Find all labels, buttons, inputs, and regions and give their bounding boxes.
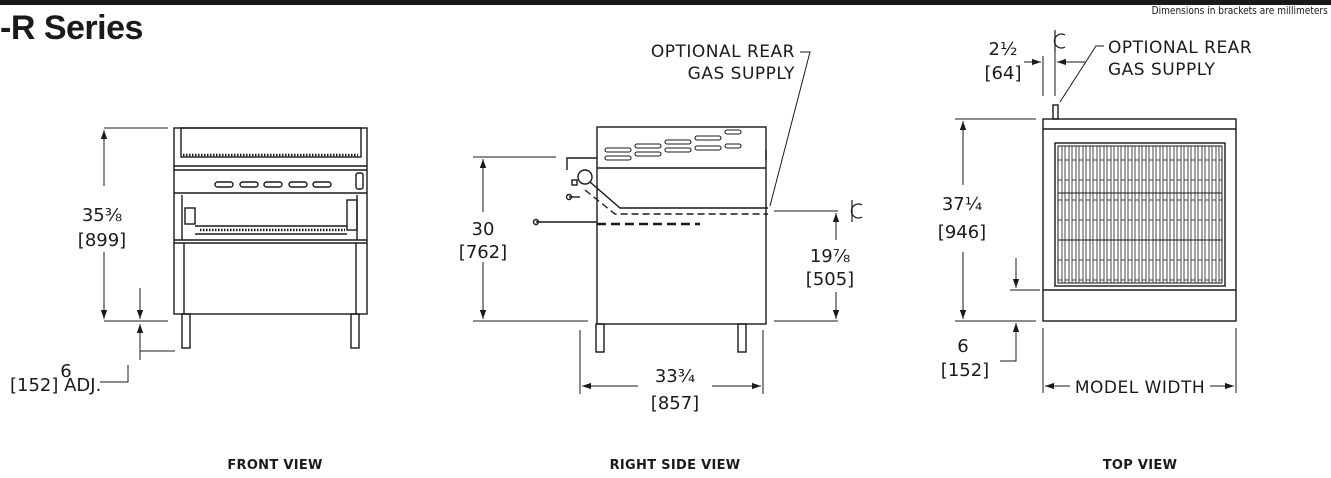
control-knob-icon [214, 172, 364, 190]
series-title: -R Series [0, 9, 143, 47]
top-front-label: 6 [957, 336, 968, 357]
top-offset-label: 2½ [989, 39, 1018, 60]
front-leg-mm-label: [152] ADJ. [10, 375, 101, 396]
top-depth-label: 37¼ [942, 194, 982, 215]
front-leg-label: 6 [60, 361, 71, 382]
side-height-mm-label: [762] [459, 242, 507, 263]
broiler-grate [1057, 145, 1223, 284]
header-bar [0, 0, 1331, 5]
side-gas-height-mm-label: [505] [806, 269, 854, 290]
top-view [955, 45, 1237, 393]
front-view-label: FRONT VIEW [227, 458, 323, 473]
model-width-label: MODEL WIDTH [1075, 378, 1205, 398]
top-gas-label-line-2: GAS SUPPLY [1108, 60, 1215, 80]
side-depth-label: 33¾ [655, 366, 695, 387]
side-depth-mm-label: [857] [651, 393, 699, 414]
side-gas-label-line-2: GAS SUPPLY [688, 64, 795, 84]
side-gas-height-label: 19⅞ [810, 246, 850, 267]
front-height-label: 35⅜ [82, 205, 122, 226]
top-view-label: TOP VIEW [1102, 458, 1178, 473]
front-view [100, 127, 368, 383]
centerline-symbol-icon [1053, 30, 1066, 52]
front-height-mm-label: [899] [78, 230, 126, 251]
side-view [473, 51, 840, 394]
side-view-label: RIGHT SIDE VIEW [609, 458, 741, 473]
top-gas-label-line-1: OPTIONAL REAR [1108, 38, 1252, 58]
centerline-symbol-icon [850, 200, 863, 222]
top-offset-mm-label: [64] [985, 63, 1022, 84]
side-gas-label-line-1: OPTIONAL REAR [651, 42, 795, 62]
dimension-note: Dimensions in brackets are millimeters [1151, 4, 1328, 17]
side-height-label: 30 [472, 219, 495, 240]
top-depth-mm-label: [946] [938, 222, 986, 243]
top-front-mm-label: [152] [941, 360, 989, 381]
